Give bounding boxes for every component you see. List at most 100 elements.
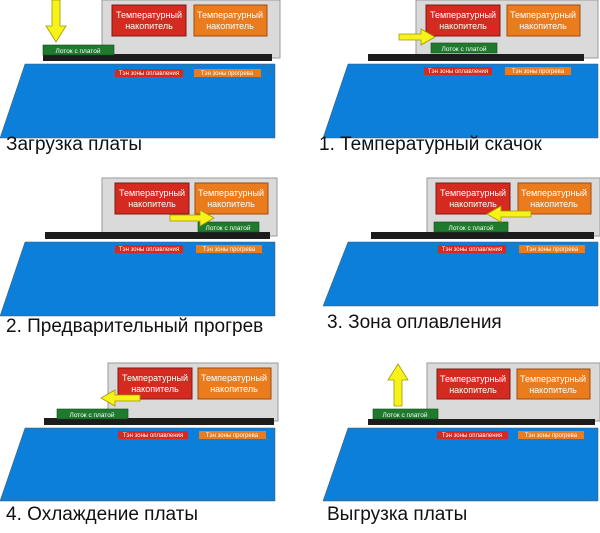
tray xyxy=(56,408,129,420)
panel-load: Температурный накопитель Температурный н… xyxy=(0,0,290,170)
heater-reflow-label: Тэн зоны оплавления xyxy=(119,71,179,77)
heater-reflow-label: Тэн зоны оплавления xyxy=(123,433,183,439)
hot-storage-label-1: Температурный xyxy=(440,374,506,384)
hot-storage xyxy=(436,368,511,400)
heater-reflow-label: Тэн зоны оплавления xyxy=(442,433,502,439)
hot-storage-label-2: накопитель xyxy=(125,21,173,31)
conveyor-surface xyxy=(0,241,276,317)
panel-caption: 3. Зона оплавления xyxy=(327,312,502,333)
arrow-down-icon xyxy=(45,0,67,43)
heater-preheat-label: Тэн зоны прогрева xyxy=(201,71,254,77)
rail xyxy=(368,419,595,425)
heater-reflow xyxy=(437,431,508,439)
rail xyxy=(43,54,272,61)
warm-storage-label-1: Температурный xyxy=(198,188,264,198)
arrow-up-icon xyxy=(387,363,409,407)
hot-storage-label-2: накопитель xyxy=(449,199,497,209)
warm-storage-label-2: накопитель xyxy=(210,384,258,394)
arrow-right-icon xyxy=(169,209,215,227)
hot-storage-label-2: накопитель xyxy=(439,21,487,31)
warm-storage xyxy=(516,368,591,400)
diagram-load: Температурный накопитель Температурный н… xyxy=(0,0,281,139)
hot-storage xyxy=(111,4,187,37)
warm-storage-label-2: накопитель xyxy=(529,385,577,395)
hot-storage-label-1: Температурный xyxy=(430,10,496,20)
heater-reflow xyxy=(438,245,506,253)
conveyor-surface xyxy=(0,427,276,502)
tray xyxy=(430,42,498,54)
conveyor-surface xyxy=(322,427,599,502)
panel-cooling: Температурный накопитель Температурный н… xyxy=(0,358,290,528)
warm-storage xyxy=(506,4,581,37)
warm-storage-label-2: накопитель xyxy=(519,21,567,31)
tray xyxy=(372,408,439,420)
hot-storage xyxy=(425,4,501,37)
panel-preheat: Температурный накопитель Температурный н… xyxy=(0,177,290,348)
tray-label: Лоток с платой xyxy=(442,45,487,53)
rail xyxy=(44,418,274,425)
tray-label: Лоток с платой xyxy=(206,224,251,232)
warm-storage xyxy=(194,182,269,215)
heater-reflow xyxy=(115,245,183,253)
conveyor-surface xyxy=(322,63,599,139)
warm-storage-label-1: Температурный xyxy=(197,10,263,20)
hot-storage-label-1: Температурный xyxy=(440,188,506,198)
warm-storage-label-1: Температурный xyxy=(510,10,576,20)
warm-storage-label-2: накопитель xyxy=(206,21,254,31)
warm-storage xyxy=(197,367,272,400)
heater-preheat xyxy=(505,67,571,75)
hot-storage-label-1: Температурный xyxy=(116,10,182,20)
arrow-left-icon xyxy=(100,389,141,407)
hot-storage-label-2: накопитель xyxy=(449,385,497,395)
warm-storage-label-1: Температурный xyxy=(521,188,587,198)
rail xyxy=(371,232,594,239)
warm-storage-label-2: накопитель xyxy=(530,199,578,209)
panel-caption: 2. Предварительный прогрев xyxy=(6,316,264,337)
warm-storage xyxy=(517,182,592,215)
tray xyxy=(433,221,509,233)
heater-preheat xyxy=(518,431,584,439)
warm-storage-label-1: Температурный xyxy=(201,373,267,383)
tray xyxy=(197,221,260,233)
conveyor-surface xyxy=(322,241,599,307)
panel-unload: Температурный накопитель Температурный н… xyxy=(322,358,600,528)
heater-reflow-label: Тэн зоны оплавления xyxy=(442,247,502,253)
diagram-preheat: Температурный накопитель Температурный н… xyxy=(0,177,278,317)
heater-reflow xyxy=(424,67,492,75)
heater-preheat-label: Тэн зоны прогрева xyxy=(526,247,579,253)
warm-storage xyxy=(193,4,268,37)
heater-preheat-label: Тэн зоны прогрева xyxy=(525,433,578,439)
diagram-cooling: Температурный накопитель Температурный н… xyxy=(0,362,279,502)
hot-storage xyxy=(114,182,190,215)
heater-preheat xyxy=(199,431,266,439)
heater-reflow xyxy=(115,69,183,77)
arrow-right-icon xyxy=(398,28,436,46)
panel-caption: Загрузка платы xyxy=(6,134,142,155)
panel-caption: 4. Охлаждение платы xyxy=(6,504,199,525)
rail xyxy=(368,54,584,61)
arrow-left-icon xyxy=(486,205,532,223)
tray-label: Лоток с платой xyxy=(449,224,494,232)
tray-label: Лоток с платой xyxy=(70,411,115,419)
heater-reflow xyxy=(118,431,188,439)
rail xyxy=(45,232,270,239)
conveyor-surface xyxy=(0,63,276,139)
panel-reflow: Температурный накопитель Температурный н… xyxy=(322,177,600,348)
hot-storage-label-2: накопитель xyxy=(128,199,176,209)
warm-storage-label-1: Температурный xyxy=(520,374,586,384)
diagram-reflow: Температурный накопитель Температурный н… xyxy=(322,177,600,307)
heater-preheat xyxy=(194,69,261,77)
panel-temperature-jump: Температурный накопитель Температурный н… xyxy=(319,0,600,170)
tray-label: Лоток с платой xyxy=(383,411,428,419)
diagram-temperature-jump: Температурный накопитель Температурный н… xyxy=(322,0,599,139)
hot-storage-label-1: Температурный xyxy=(122,373,188,383)
heater-preheat-label: Тэн зоны прогрева xyxy=(512,69,565,75)
diagram-unload: Температурный накопитель Температурный н… xyxy=(322,362,600,502)
hot-storage-label-1: Температурный xyxy=(119,188,185,198)
warm-storage-label-2: накопитель xyxy=(207,199,255,209)
heater-preheat xyxy=(519,245,585,253)
heater-preheat-label: Тэн зоны прогрева xyxy=(203,247,256,253)
heater-preheat xyxy=(196,245,262,253)
hot-storage-label-2: накопитель xyxy=(131,384,179,394)
tray xyxy=(42,44,115,56)
